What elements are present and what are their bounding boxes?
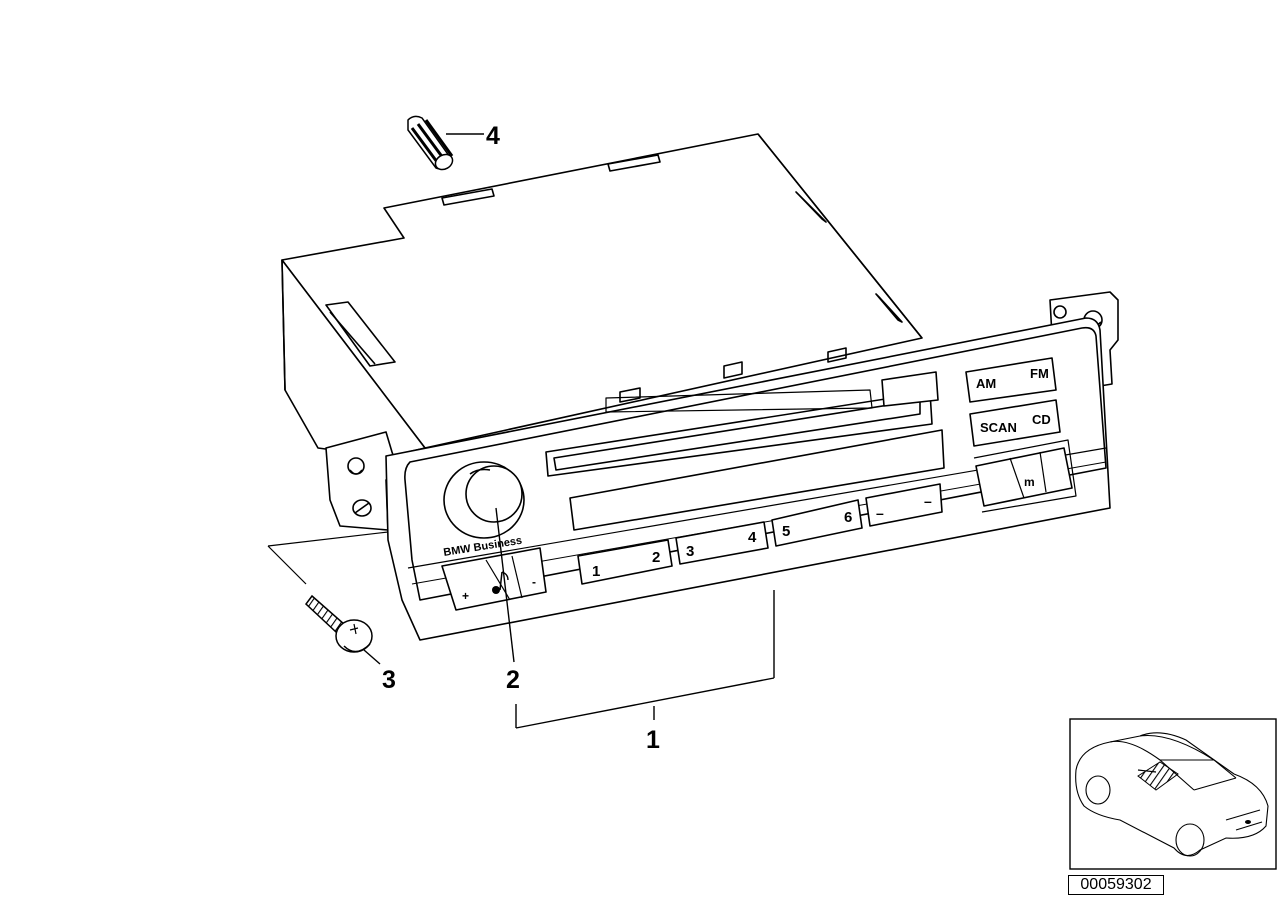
fm-label: FM	[1030, 366, 1049, 381]
seek-buttons	[865, 483, 943, 527]
preset-button-1-2	[577, 539, 673, 585]
scan-cd-button	[969, 399, 1061, 447]
leader-lines	[495, 507, 775, 729]
callout-1: 1	[646, 726, 660, 754]
seek-right-label: –	[924, 493, 932, 509]
am-fm-button	[965, 357, 1057, 403]
preset-3-label: 3	[686, 543, 694, 560]
preset-buttons	[577, 483, 943, 585]
preset-6-label: 6	[844, 509, 852, 526]
mode-buttons	[965, 357, 1077, 513]
preset-1-label: 1	[592, 563, 600, 580]
am-label: AM	[976, 376, 996, 391]
preset-button-3-4	[675, 521, 769, 565]
front-panel	[385, 317, 1111, 641]
m-button	[975, 447, 1073, 507]
seek-left-label: –	[876, 505, 884, 521]
callout-4: 4	[486, 122, 500, 150]
preset-2-label: 2	[652, 549, 660, 566]
volume-minus-label: -	[532, 575, 536, 589]
car-location-inset	[1069, 718, 1277, 870]
preset-4-label: 4	[748, 529, 757, 546]
radio-housing	[281, 133, 923, 458]
callout-2: 2	[506, 666, 520, 694]
volume-knob	[443, 461, 525, 539]
m-label: m	[1024, 475, 1035, 489]
screw-part	[304, 594, 381, 665]
diagram-reference-id: 00059302	[1068, 875, 1164, 895]
scan-label: SCAN	[980, 420, 1017, 435]
callout-3: 3	[382, 666, 396, 694]
pin-part	[407, 115, 484, 171]
volume-plus-label: +	[462, 589, 469, 603]
cd-label: CD	[1032, 412, 1051, 427]
preset-5-label: 5	[782, 523, 790, 540]
preset-button-5-6	[771, 499, 863, 547]
screw-axis-line	[267, 531, 389, 585]
